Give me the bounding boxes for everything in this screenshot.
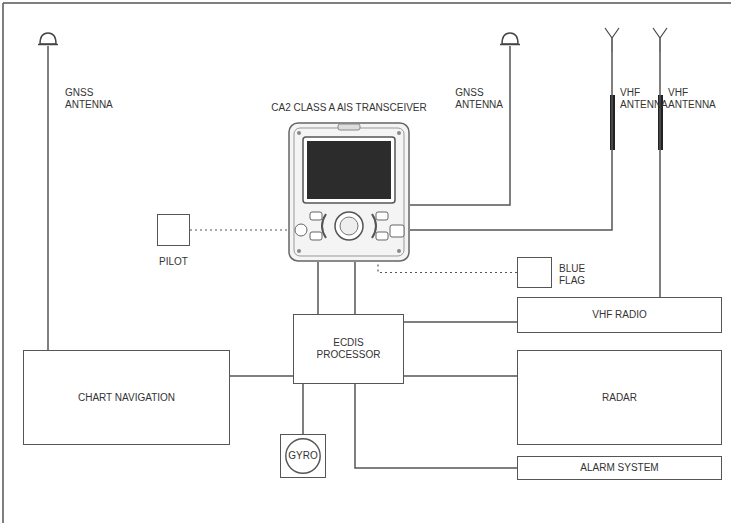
process-box: CHART NAVIGATION xyxy=(23,350,230,445)
dotted-cable xyxy=(190,230,295,231)
part-label: GNSS ANTENNA xyxy=(65,87,113,111)
connector-path xyxy=(404,321,517,323)
gnss-antenna: GNSS ANTENNA xyxy=(500,32,520,46)
connector-path xyxy=(404,375,517,377)
part-label: GNSS ANTENNA xyxy=(455,87,503,111)
vhf-antenna: VHF ANTENNA xyxy=(650,28,670,52)
process-box: ALARM SYSTEM xyxy=(517,456,722,480)
process-box: ECDIS PROCESSOR xyxy=(293,314,404,384)
ais-transceiver: CA2 CLASS A AIS TRANSCEIVER xyxy=(288,122,410,262)
process-box: VHF RADIO xyxy=(517,297,722,333)
gnss-dome xyxy=(38,32,58,46)
pilot-plug-box: PILOT xyxy=(157,214,190,246)
gyro-box: GYRO xyxy=(280,434,326,478)
ais-unit-art xyxy=(288,122,410,262)
cable-line xyxy=(230,376,293,377)
vhf-whip xyxy=(602,28,622,52)
vhf-whip xyxy=(650,28,670,52)
cable-line xyxy=(355,384,517,468)
frame-line xyxy=(2,3,4,523)
connector-path xyxy=(47,46,49,350)
cable-line xyxy=(318,262,319,314)
vhf-antenna: VHF ANTENNA xyxy=(602,28,622,52)
connector-path xyxy=(378,262,517,273)
part-label: PILOT xyxy=(159,256,188,268)
connector-path xyxy=(190,229,295,230)
box-label: ALARM SYSTEM xyxy=(576,462,662,474)
part-label: BLUE FLAG xyxy=(559,263,585,287)
box-label: GYRO xyxy=(284,450,321,462)
cable-line xyxy=(410,46,510,205)
part-label: CA2 CLASS A AIS TRANSCEIVER xyxy=(271,102,426,114)
cable-line xyxy=(355,262,356,314)
connector-path xyxy=(354,262,356,314)
part-label: VHF ANTENNA xyxy=(668,87,716,111)
gnss-dome xyxy=(500,32,520,46)
cable-line xyxy=(48,46,49,350)
blue-flag-box: BLUE FLAG xyxy=(517,257,552,288)
connector-path xyxy=(410,52,612,230)
frame-line xyxy=(3,2,731,4)
connector-path xyxy=(317,262,319,314)
box-label: ECDIS PROCESSOR xyxy=(313,337,385,361)
connector-path xyxy=(302,384,304,434)
cable-line xyxy=(660,52,661,297)
box-label: CHART NAVIGATION xyxy=(74,392,179,404)
connector-path xyxy=(410,46,510,205)
connector-path xyxy=(659,52,661,297)
cable-line xyxy=(404,322,517,323)
connector-path xyxy=(355,384,517,468)
box-label: VHF RADIO xyxy=(588,309,650,321)
cable-line xyxy=(404,376,517,377)
part-label: VHF ANTENNA xyxy=(620,87,668,111)
box-label: RADAR xyxy=(598,392,641,404)
process-box: RADAR xyxy=(517,350,722,445)
gnss-antenna: GNSS ANTENNA xyxy=(38,32,58,46)
cable-line xyxy=(410,52,612,230)
connector-path xyxy=(230,375,293,377)
cable-line xyxy=(303,384,304,434)
dotted-cable xyxy=(378,262,517,273)
